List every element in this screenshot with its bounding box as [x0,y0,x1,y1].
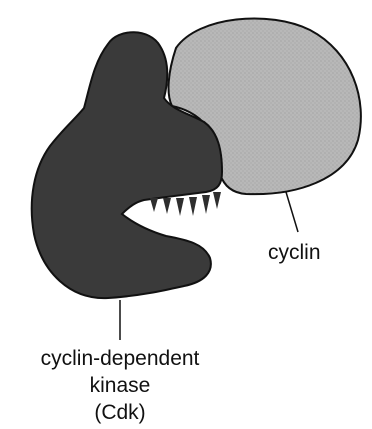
cyclin-label: cyclin [268,241,321,264]
tooth [163,198,171,214]
tooth [189,197,197,216]
tooth [202,195,210,214]
cdk-label-line2: kinase [90,374,151,397]
tooth [213,192,221,209]
cdk-label-line3: (Cdk) [94,401,145,424]
cyclin-leader-line [286,192,298,232]
cdk-label-line1: cyclin-dependent [41,347,200,370]
tooth [176,198,184,216]
tooth [150,198,158,212]
